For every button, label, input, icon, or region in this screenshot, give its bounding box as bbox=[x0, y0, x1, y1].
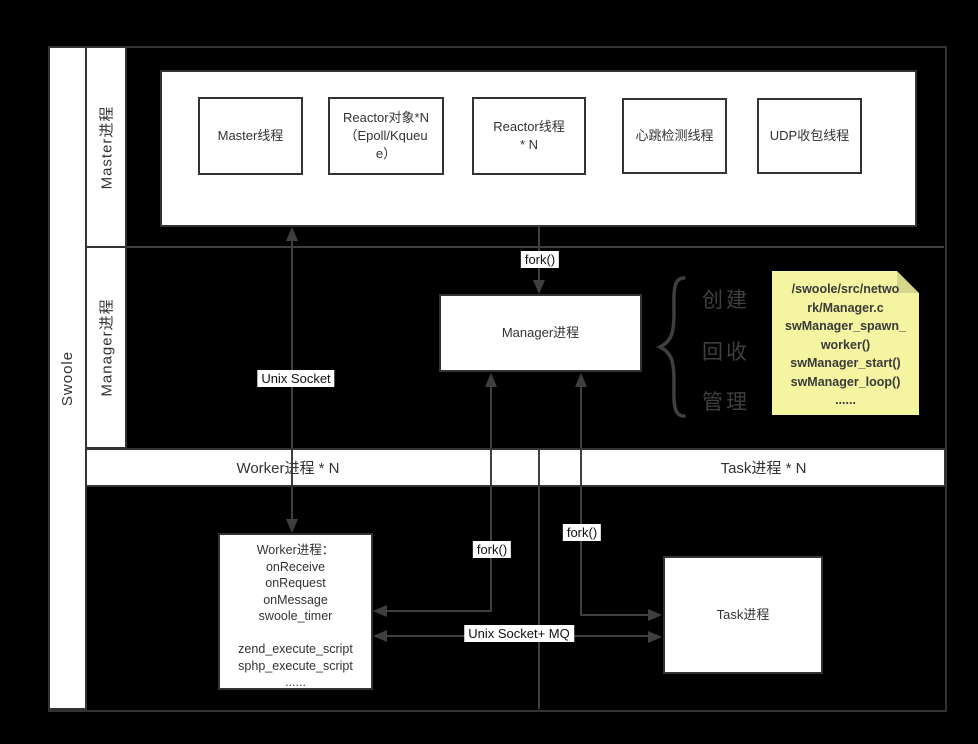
task-band-label: Task进程 * N bbox=[720, 460, 807, 477]
reactor-thread-label: Reactor线程 * N bbox=[493, 118, 565, 152]
manager-process-label: Manager进程 bbox=[98, 298, 116, 397]
duty-create: 创建 bbox=[702, 289, 750, 312]
fork-worker-label: fork() bbox=[472, 541, 512, 558]
udp-thread-label: UDP收包线程 bbox=[769, 127, 850, 143]
arrowhead-right-into-task-1-icon bbox=[648, 609, 662, 621]
swoole-label: Swoole bbox=[59, 350, 77, 406]
arrowhead-up-into-master-icon bbox=[286, 227, 298, 241]
heartbeat-thread-label: 心跳检测线程 bbox=[635, 127, 714, 143]
arrowhead-up-into-manager-left-icon bbox=[485, 373, 497, 387]
fork-worker-line-vertical bbox=[490, 386, 492, 612]
master-manager-row-separator bbox=[127, 246, 944, 248]
worker-box: Worker进程： onReceive onRequest onMessage … bbox=[218, 533, 373, 690]
worker-task-divider-line bbox=[538, 448, 540, 709]
manager-box: Manager进程 bbox=[439, 294, 642, 372]
task-box-label: Task进程 bbox=[716, 606, 770, 622]
master-thread-box: Master线程 bbox=[198, 97, 303, 175]
fork-worker-line-band-cross bbox=[490, 450, 492, 485]
fork-worker-line-horizontal bbox=[386, 610, 492, 612]
arrowhead-left-into-worker-1-icon bbox=[373, 605, 387, 617]
duty-manage: 管理 bbox=[702, 391, 750, 414]
worker-band-label: Worker进程 * N bbox=[236, 460, 340, 477]
fork-task-label: fork() bbox=[562, 524, 602, 541]
note-folded-corner-icon bbox=[897, 271, 919, 293]
arrowhead-right-into-task-2-icon bbox=[648, 631, 662, 643]
fork-task-line-vertical bbox=[580, 386, 582, 616]
reactor-object-label: Reactor对象*N （Epoll/Kqueu e） bbox=[343, 109, 429, 162]
fork-task-line-horizontal bbox=[580, 614, 650, 616]
unix-socket-label: Unix Socket bbox=[257, 370, 335, 387]
note-text: /swoole/src/netwo rk/Manager.c swManager… bbox=[785, 282, 906, 407]
heartbeat-thread-box: 心跳检测线程 bbox=[622, 98, 727, 174]
arrowhead-left-into-worker-2-icon bbox=[373, 630, 387, 642]
reactor-object-box: Reactor对象*N （Epoll/Kqueu e） bbox=[328, 97, 444, 175]
unix-socket-line-band-cross bbox=[291, 450, 293, 485]
divider-line-band-cross bbox=[538, 450, 540, 485]
udp-thread-box: UDP收包线程 bbox=[757, 98, 862, 174]
arrowhead-down-into-manager-icon bbox=[533, 280, 545, 294]
duty-recycle: 回收 bbox=[702, 341, 750, 364]
manager-box-label: Manager进程 bbox=[501, 324, 580, 340]
master-process-label: Master进程 bbox=[98, 105, 116, 189]
arrowhead-down-into-worker-icon bbox=[286, 519, 298, 533]
master-process-rail: Master进程 bbox=[85, 46, 127, 248]
task-box: Task进程 bbox=[663, 556, 823, 674]
arrowhead-up-into-manager-right-icon bbox=[575, 373, 587, 387]
fork-task-line-band-cross bbox=[580, 450, 582, 485]
curly-brace-icon bbox=[656, 276, 686, 418]
unix-socket-mq-label: Unix Socket+ MQ bbox=[464, 625, 574, 642]
fork-top-label: fork() bbox=[520, 251, 560, 268]
master-thread-label: Master线程 bbox=[217, 127, 284, 143]
manager-process-rail: Manager进程 bbox=[85, 246, 127, 449]
code-note bbox=[772, 271, 919, 415]
reactor-thread-box: Reactor线程 * N bbox=[472, 97, 586, 175]
swoole-rail: Swoole bbox=[48, 46, 87, 710]
process-band bbox=[85, 448, 946, 487]
